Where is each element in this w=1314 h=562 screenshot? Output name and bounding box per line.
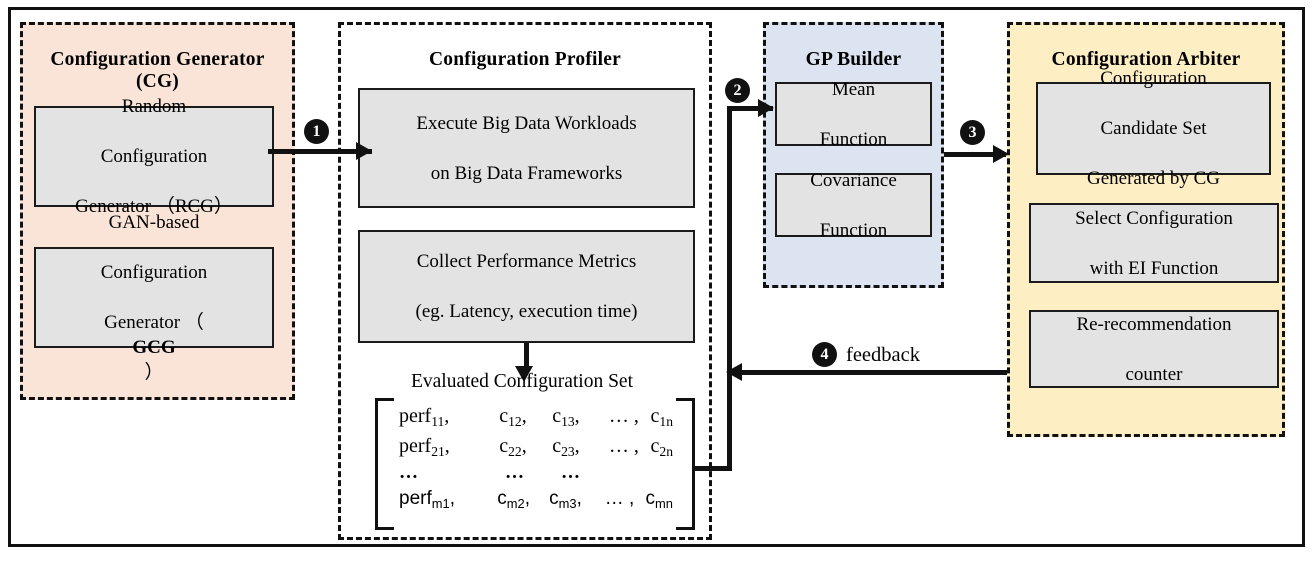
gcg-line3: Generator （ GCG ） [101,310,208,385]
panel-title-configuration-arbiter: Configuration Arbiter [1051,49,1241,70]
connector-step-1 [268,149,372,154]
gcg-line3-post: ） [144,362,164,383]
connector-step-3 [944,152,1006,157]
arrowhead-step-1 [356,142,372,160]
cg-title-line1: Configuration Generator [50,49,265,70]
box-select-configuration-with-ei[interactable]: Select Configuration with EI Function [1029,203,1279,283]
arrowhead-collect-to-eval [515,366,533,382]
badge-step-2: 2 [725,78,750,103]
gcg-line2: Configuration [100,262,208,283]
select-line2: with EI Function [1089,257,1219,279]
box-collect-performance-metrics[interactable]: Collect Performance Metrics (eg. Latency… [358,230,695,343]
gcg-line3-pre: Generator （ [104,312,204,333]
badge-step-1: 1 [304,119,329,144]
badge-step-4: 4 [812,342,837,367]
box-mean-function[interactable]: Mean Function [775,79,932,150]
candidate-line2: Candidate Set [1100,118,1207,139]
connector-collect-to-eval [524,343,529,368]
evaluated-configuration-matrix: perf11,c12,c13,… ,c1n perf21,c22,c23,… ,… [375,398,695,530]
mean-line1: Mean [831,78,876,100]
collect-line1: Collect Performance Metrics [416,251,637,272]
connector-matrix-to-trunk [692,466,732,471]
rcg-line3: Generator （RCG） [75,196,233,217]
arrowhead-step-3 [993,145,1009,163]
label-feedback: feedback [846,344,920,366]
connector-step-2 [727,106,773,111]
cov-line1: Covariance [810,169,897,191]
candidate-line1: Configuration [1100,68,1207,89]
rcg-line2: Configuration [100,146,208,167]
cov-line2: Function [819,219,888,241]
gcg-line3-bold: GCG [132,337,176,358]
recount-line2: counter [1125,363,1183,385]
matrix-bracket-right [676,398,695,530]
label-evaluated-configuration-set: Evaluated Configuration Set [410,371,634,392]
box-gan-based-configuration-generator[interactable]: GAN-based Configuration Generator （ GCG ） [34,212,274,383]
panel-title-configuration-generator: Configuration Generator (CG) [23,49,292,93]
box-execute-big-data-workloads[interactable]: Execute Big Data Workloads on Big Data F… [358,88,695,208]
recount-line1: Re-recommendation [1076,313,1232,335]
box-configuration-candidate-set[interactable]: Configuration Candidate Set Generated by… [1036,68,1271,189]
connector-step-4-feedback [740,370,1007,375]
arrowhead-step-4 [726,363,742,381]
candidate-line3: Generated by CG [1087,168,1220,189]
panel-title-gp-builder: GP Builder [805,49,902,70]
mean-line2: Function [819,128,888,150]
matrix-row-ellipsis: ……… [399,462,580,483]
panel-gp-builder[interactable]: GP Builder [763,22,944,288]
diagram-outer-frame [8,7,1305,547]
connector-vertical-trunk [727,106,732,468]
matrix-rows: perf11,c12,c13,… ,c1n perf21,c22,c23,… ,… [399,402,673,514]
matrix-row: perf21,c22,c23,… ,c2n [399,435,674,459]
badge-step-3: 3 [960,120,985,145]
arrowhead-step-2 [758,99,774,117]
matrix-row: perfm1,cm2,cm3,… ,cmn [399,488,673,511]
box-random-configuration-generator[interactable]: Random Configuration Generator （RCG） [34,96,274,217]
execute-line2: on Big Data Frameworks [430,162,623,184]
box-covariance-function[interactable]: Covariance Function [775,170,932,241]
rcg-line1: Random [121,96,187,117]
collect-line2: (eg. Latency, execution time) [415,301,638,322]
gcg-line1: GAN-based [108,212,200,233]
execute-line1: Execute Big Data Workloads [416,112,637,134]
panel-title-configuration-profiler: Configuration Profiler [429,49,621,70]
matrix-row: perf11,c12,c13,… ,c1n [399,405,674,429]
select-line1: Select Configuration [1075,207,1233,229]
cg-title-line2: (CG) [135,71,180,92]
box-re-recommendation-counter[interactable]: Re-recommendation counter [1029,310,1279,388]
matrix-bracket-left [375,398,394,530]
